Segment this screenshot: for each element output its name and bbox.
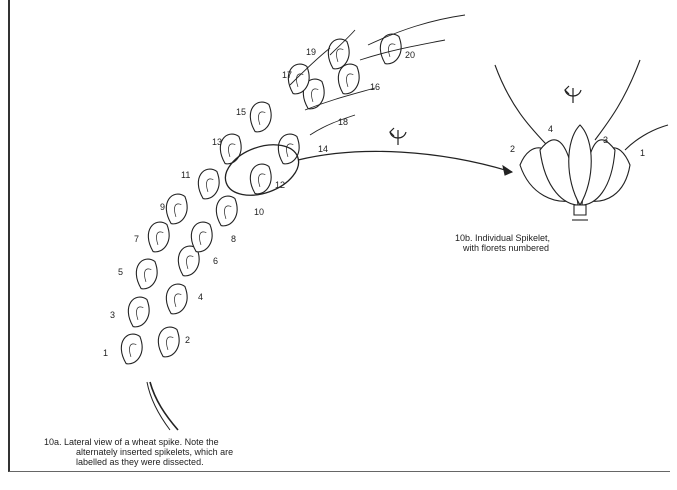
- caption-10b-line1: 10b. Individual Spikelet,: [455, 233, 670, 243]
- spike-label-18: 18: [338, 117, 348, 127]
- floret-label-4: 4: [548, 124, 553, 134]
- spike-label-7: 7: [134, 234, 139, 244]
- spike-awns: [290, 15, 465, 135]
- orientation-symbol-a: [390, 128, 406, 145]
- spike-label-6: 6: [213, 256, 218, 266]
- spike-label-2: 2: [185, 335, 190, 345]
- caption-10a: 10a. Lateral view of a wheat spike. Note…: [44, 437, 384, 467]
- spike-stem: [150, 382, 178, 430]
- spike-label-3: 3: [110, 310, 115, 320]
- individual-spikelet: [495, 60, 668, 220]
- dissection-arrow: [298, 151, 512, 172]
- caption-10b-line2: with florets numbered: [455, 243, 670, 253]
- spike-label-1: 1: [103, 348, 108, 358]
- spikelet-5: [128, 255, 166, 292]
- spike-label-10: 10: [254, 207, 264, 217]
- caption-10a-line2: alternately inserted spikelets, which ar…: [44, 447, 384, 457]
- spike-label-4: 4: [198, 292, 203, 302]
- caption-10b: 10b. Individual Spikelet, with florets n…: [455, 233, 670, 253]
- spike-label-20: 20: [405, 50, 415, 60]
- spike-label-19: 19: [306, 47, 316, 57]
- spike-label-5: 5: [118, 267, 123, 277]
- floret-label-2: 2: [510, 144, 515, 154]
- caption-10a-line3: labelled as they were dissected.: [44, 457, 384, 467]
- spike-label-13: 13: [212, 137, 222, 147]
- spike-label-16: 16: [370, 82, 380, 92]
- spikelet-15: [242, 98, 280, 135]
- spike-label-9: 9: [160, 202, 165, 212]
- spikelet-4: [158, 280, 196, 317]
- spikelet-12: [242, 160, 280, 197]
- spike-label-8: 8: [231, 234, 236, 244]
- floret-label-1: 1: [640, 148, 645, 158]
- spikelet-3: [120, 293, 158, 330]
- spike-label-14: 14: [318, 144, 328, 154]
- spikelet-1: [113, 330, 151, 367]
- spike-label-17: 17: [282, 70, 292, 80]
- spikelet-11: [190, 165, 228, 202]
- spike-label-12: 12: [275, 180, 285, 190]
- spike-label-15: 15: [236, 107, 246, 117]
- spikelet-13: [212, 130, 250, 167]
- orientation-symbol-b: [565, 86, 581, 103]
- wheat-spike: [113, 30, 410, 367]
- spikelet-10: [208, 192, 246, 229]
- caption-10a-line1: 10a. Lateral view of a wheat spike. Note…: [44, 437, 384, 447]
- spikelet-2: [150, 323, 188, 360]
- floret-label-3: 3: [603, 135, 608, 145]
- spike-label-11: 11: [181, 170, 190, 180]
